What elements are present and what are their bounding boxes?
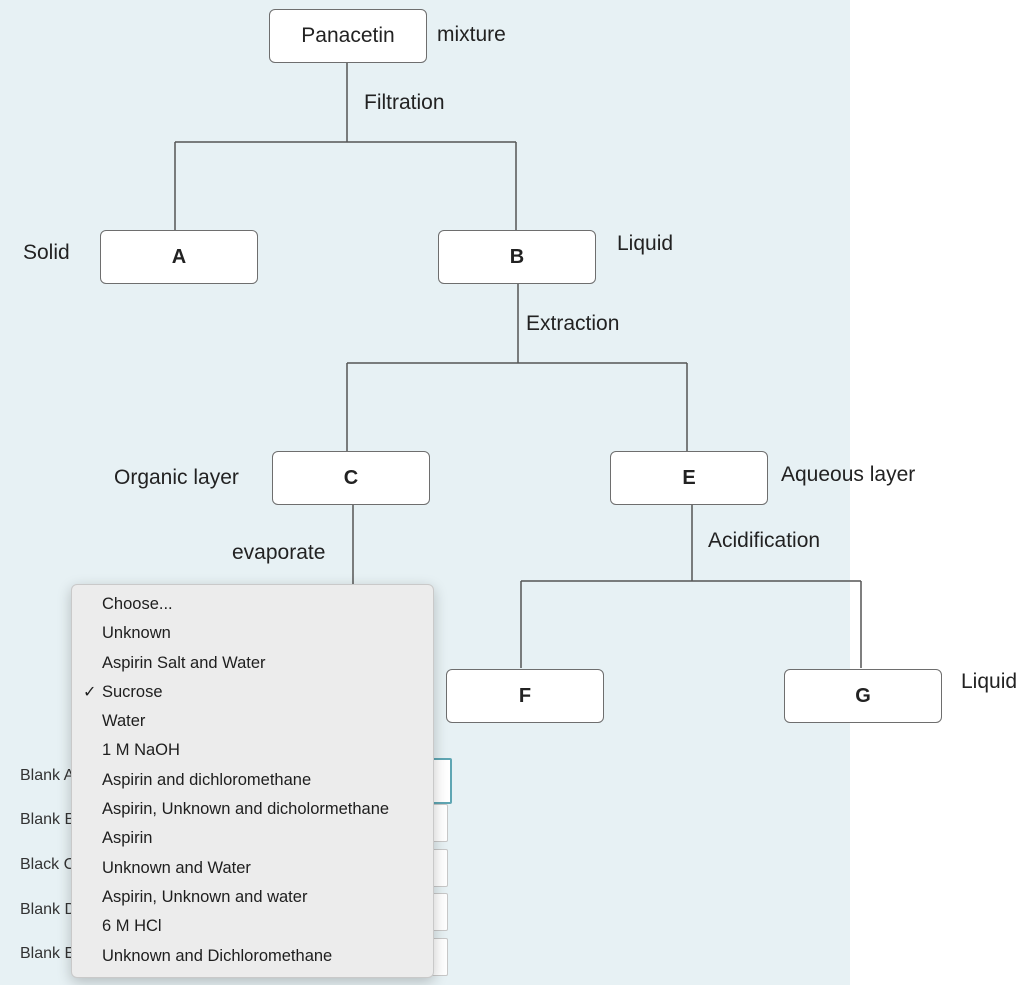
option-aspirin-dcm[interactable]: Aspirin and dichloromethane [102,770,312,789]
connector-root [174,62,517,230]
label-aqueous-layer: Aqueous layer [781,463,916,486]
option-choose[interactable]: Choose... [102,595,173,613]
node-panacetin: Panacetin [269,9,427,63]
connector-b [346,284,688,451]
node-c: C [272,451,430,505]
check-icon: ✓ [83,683,97,701]
option-6m-hcl[interactable]: 6 M HCl [102,917,162,936]
blank-label-a: Blank A [20,767,72,784]
label-liquid-b: Liquid [617,232,674,255]
label-acidification: Acidification [708,529,821,552]
option-1m-naoh[interactable]: 1 M NaOH [102,741,180,760]
node-g: G [784,669,942,723]
option-unknown-water[interactable]: Unknown and Water [102,858,251,877]
label-organic-layer: Organic layer [114,466,239,489]
blank-label-b: Blank B [20,811,72,828]
option-aspirin-salt-water[interactable]: Aspirin Salt and Water [102,653,266,672]
label-filtration: Filtration [364,91,445,114]
blank-label-c: Black C [20,856,72,873]
label-liquid-g: Liquid [961,670,1018,693]
option-unknown[interactable]: Unknown [102,624,171,643]
label-mixture: mixture [437,23,506,46]
blank-label-d: Blank D [20,901,72,918]
option-unknown-dcm[interactable]: Unknown and Dichloromethane [102,946,333,965]
label-solid: Solid [23,241,70,264]
dropdown-menu: Choose... Unknown Aspirin Salt and Water… [71,584,434,978]
node-b: B [438,230,596,284]
blank-label-e: Blank E [20,945,72,962]
label-extraction: Extraction [526,312,620,335]
node-a: A [100,230,258,284]
option-aspirin-unknown-water[interactable]: Aspirin, Unknown and water [102,887,308,906]
node-f: F [446,669,604,723]
option-sucrose[interactable]: ✓Sucrose [72,678,433,707]
option-aspirin-unknown-dcm[interactable]: Aspirin, Unknown and dicholormethane [102,800,390,819]
node-e: E [610,451,768,505]
connector-e [520,504,862,668]
label-evaporate: evaporate [232,541,326,564]
option-water[interactable]: Water [102,712,146,731]
option-aspirin[interactable]: Aspirin [102,829,153,848]
